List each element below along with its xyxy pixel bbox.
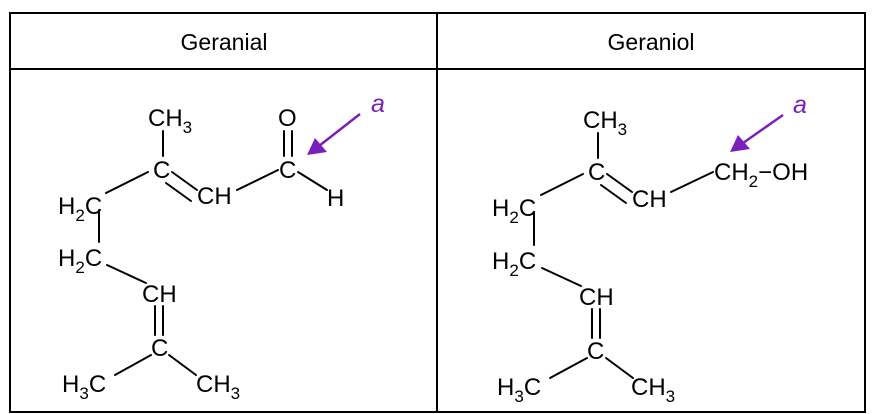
bond-c-h3c	[549, 357, 588, 379]
bond-h2c-ch	[106, 264, 147, 284]
bond-h2c-c	[540, 173, 584, 196]
label-a-geranial: a	[371, 90, 385, 118]
atom-ch3-top: CH3	[148, 105, 192, 137]
header-geraniol: Geraniol	[608, 29, 695, 55]
atom-ch3-right: CH3	[196, 371, 240, 403]
atom-ch-lower: CH	[579, 284, 614, 311]
atom-ch-double: CH	[197, 183, 232, 210]
arrow-icon	[730, 113, 784, 152]
atom-h3c: H3C	[497, 374, 541, 406]
bond-c-ch-double-1	[606, 173, 633, 193]
atom-h2c-2: H2C	[492, 248, 536, 280]
atom-ch3-top: CH3	[583, 107, 627, 139]
bond-c-ch3	[605, 357, 634, 379]
bond-ch-c	[236, 169, 279, 191]
atom-h: H	[327, 185, 344, 212]
bond-c-ch-double-2	[600, 184, 627, 204]
atom-o: O	[278, 105, 297, 132]
bond-h2c-ch	[541, 267, 582, 287]
header-geranial: Geranial	[181, 29, 268, 55]
atom-c-branch: C	[153, 157, 170, 184]
atom-c-lower: C	[151, 335, 168, 362]
atom-c-branch: C	[588, 159, 605, 186]
atom-h2c-2: H2C	[58, 245, 102, 277]
atom-h3c: H3C	[62, 371, 106, 403]
geranial-structure: CH3 C CH O C H H2C H2C CH C H3C CH3 a	[58, 90, 385, 403]
atom-h2c-1: H2C	[492, 195, 536, 227]
atom-ch-double: CH	[632, 186, 667, 213]
atom-ch2oh: CH2−OH	[714, 159, 808, 191]
bond-h2c-c	[105, 171, 149, 194]
bond-c-ch-double-2	[165, 182, 192, 202]
atom-h2c-1: H2C	[58, 193, 102, 225]
arrow-icon	[307, 113, 361, 155]
bond-c-ch3	[168, 354, 197, 376]
bond-c-h	[297, 171, 328, 191]
bond-c-ch-double-1	[171, 171, 198, 191]
atom-c-carbonyl: C	[279, 157, 296, 184]
label-a-geraniol: a	[793, 91, 807, 119]
bond-c-h3c	[114, 354, 152, 376]
bond-ch-ch2	[670, 171, 714, 193]
atom-ch-lower: CH	[142, 281, 177, 308]
table-grid	[9, 12, 866, 413]
atom-c-lower: C	[587, 338, 604, 365]
atom-ch3-right: CH3	[631, 374, 675, 406]
geraniol-structure: CH3 C CH CH2−OH H2C H2C CH C H3C CH3 a	[492, 91, 808, 406]
